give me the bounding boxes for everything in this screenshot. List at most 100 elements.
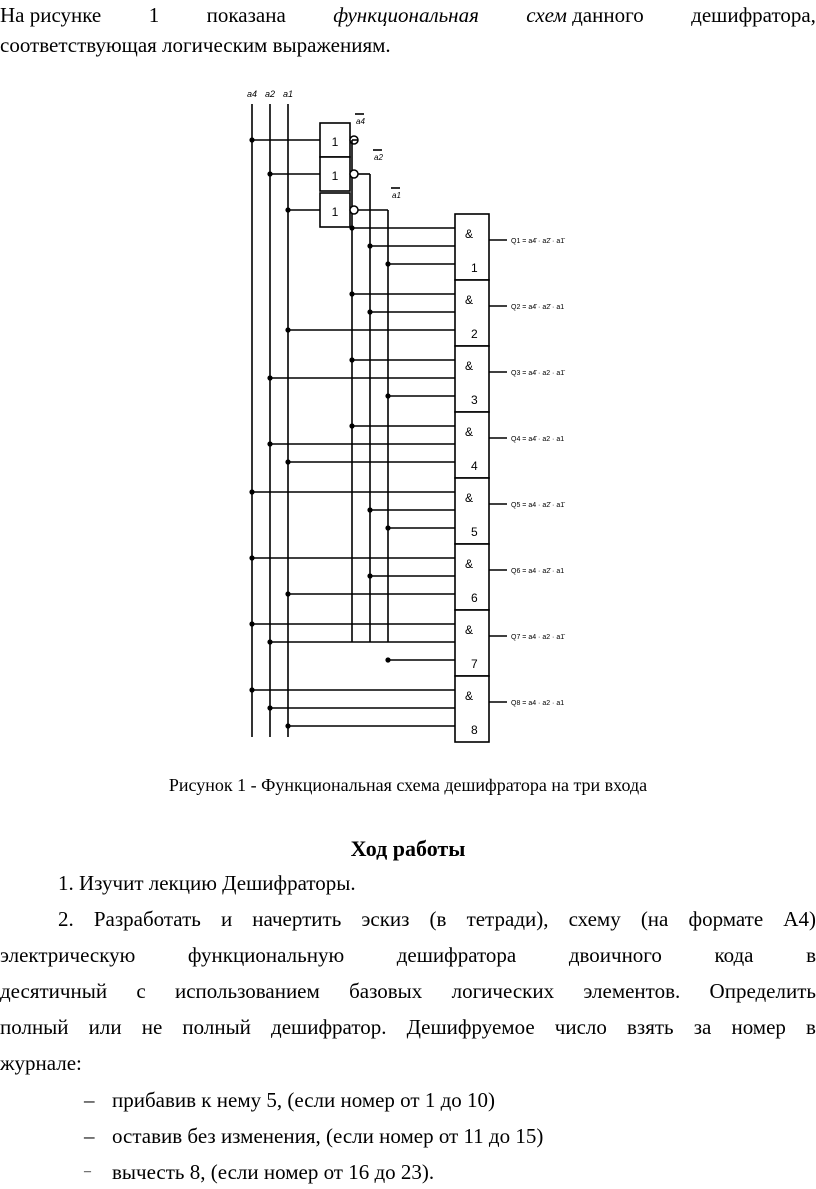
step-2-word: дешифратора bbox=[396, 943, 517, 967]
step-2-word: число bbox=[554, 1015, 607, 1039]
junction-dot bbox=[385, 261, 391, 267]
list-item: оставив без изменения, (если номер от 11… bbox=[112, 1124, 544, 1148]
step-2-word: Определить bbox=[709, 979, 816, 1003]
junction-dot bbox=[267, 705, 273, 711]
junction-dot bbox=[285, 327, 291, 333]
step-2-word: базовых bbox=[349, 979, 423, 1003]
junction-dot bbox=[385, 525, 391, 531]
junction-dot bbox=[249, 555, 255, 561]
and-gate-number: 2 bbox=[471, 327, 478, 341]
step-2-word: взять bbox=[626, 1015, 674, 1039]
and-gate bbox=[454, 345, 490, 413]
step-2-word: схему bbox=[568, 907, 621, 931]
step-2-word: или bbox=[88, 1015, 122, 1039]
step-2-word: логических bbox=[451, 979, 555, 1003]
inverter-symbol: 1 bbox=[332, 135, 339, 149]
junction-dot bbox=[349, 225, 355, 231]
list-item: прибавив к нему 5, (если номер от 1 до 1… bbox=[112, 1088, 496, 1112]
step-2-word: (на bbox=[640, 907, 669, 931]
output-expression: Q7 = a4 · a2 · a1̄ bbox=[511, 634, 565, 641]
step-2-word: в bbox=[806, 1015, 816, 1039]
step-2-word: Дешифруемое bbox=[406, 1015, 535, 1039]
junction-dot bbox=[267, 441, 273, 447]
intro-word: показана bbox=[206, 3, 286, 27]
junction-dot bbox=[249, 489, 255, 495]
junction-dot bbox=[349, 423, 355, 429]
list-item: вычесть 8, (если номер от 16 до 23). bbox=[112, 1160, 435, 1184]
step-1: 1. Изучит лекцию Дешифраторы. bbox=[58, 871, 356, 895]
output-expression: Q2 = a4̄ · a2̄ · a1 bbox=[511, 304, 564, 311]
intro-line-2: соответствующая логическим выражениям. bbox=[0, 33, 391, 57]
input-label: a4 bbox=[247, 89, 257, 99]
and-gate-number: 7 bbox=[471, 657, 478, 671]
junction-dot bbox=[249, 137, 255, 143]
junction-dot bbox=[285, 591, 291, 597]
inverted-label: a4 bbox=[356, 117, 365, 126]
junction-dot bbox=[249, 687, 255, 693]
step-2-word: эскиз bbox=[361, 907, 410, 931]
step-2-word: использованием bbox=[175, 979, 320, 1003]
and-gate-number: 4 bbox=[471, 459, 478, 473]
junction-dot bbox=[285, 207, 291, 213]
junction-dot bbox=[385, 393, 391, 399]
output-expression: Q1 = a4̄ · a2̄ · a1̄ bbox=[511, 238, 565, 245]
and-gate-number: 5 bbox=[471, 525, 478, 539]
intro-word: 1 bbox=[148, 3, 160, 27]
output-expression: Q3 = a4̄ · a2 · a1̄ bbox=[511, 370, 565, 377]
inverter-symbol: 1 bbox=[332, 169, 339, 183]
and-symbol: & bbox=[465, 425, 473, 439]
input-label: a2 bbox=[265, 89, 275, 99]
output-expression: Q4 = a4̄ · a2 · a1 bbox=[511, 436, 564, 443]
intro-word: дешифратора, bbox=[691, 3, 816, 27]
and-symbol: & bbox=[465, 623, 473, 637]
step-2-word: полный bbox=[0, 1015, 69, 1039]
step-2-word: формате bbox=[688, 907, 764, 931]
and-gate-number: 1 bbox=[471, 261, 478, 275]
and-gate-number: 6 bbox=[471, 591, 478, 605]
list-dash: – bbox=[84, 1164, 91, 1179]
list-dash: – bbox=[84, 1088, 95, 1112]
junction-dot bbox=[367, 309, 373, 315]
intro-word-italic: функциональная bbox=[333, 3, 479, 27]
inversion-bubble bbox=[349, 205, 359, 215]
junction-dot bbox=[285, 723, 291, 729]
junction-dot bbox=[267, 171, 273, 177]
step-2-line-5: журнале: bbox=[0, 1051, 82, 1075]
step-2-word: элементов. bbox=[583, 979, 681, 1003]
step-2-word: не bbox=[141, 1015, 163, 1039]
section-heading: Ход работы bbox=[350, 836, 466, 861]
list-dash: – bbox=[84, 1124, 95, 1148]
and-gate bbox=[454, 477, 490, 545]
output-expression: Q6 = a4 · a2̄ · a1 bbox=[511, 568, 564, 575]
junction-dot bbox=[367, 507, 373, 513]
step-2-word: и bbox=[220, 907, 233, 931]
step-2-word: тетради), bbox=[466, 907, 549, 931]
step-2-word: кода bbox=[714, 943, 754, 967]
inverter-symbol: 1 bbox=[332, 205, 339, 219]
step-2-word: дешифратор. bbox=[271, 1015, 387, 1039]
step-2-word: двоичного bbox=[568, 943, 662, 967]
junction-dot bbox=[349, 357, 355, 363]
junction-dot bbox=[285, 459, 291, 465]
and-symbol: & bbox=[465, 293, 473, 307]
junction-dot bbox=[267, 639, 273, 645]
step-2-word: за bbox=[693, 1015, 712, 1039]
and-gate bbox=[454, 279, 490, 347]
and-gate bbox=[454, 213, 490, 281]
output-expression: Q8 = a4 · a2 · a1 bbox=[511, 700, 564, 707]
and-gate-number: 8 bbox=[471, 723, 478, 737]
and-symbol: & bbox=[465, 227, 473, 241]
step-2-word: (в bbox=[429, 907, 447, 931]
figure-caption: Рисунок 1 - Функциональная схема дешифра… bbox=[168, 775, 648, 795]
intro-line-1: На рисунке 1 показана функциональная схе… bbox=[0, 0, 816, 30]
step-2-word: в bbox=[806, 943, 816, 967]
junction-dot bbox=[349, 291, 355, 297]
and-symbol: & bbox=[465, 359, 473, 373]
intro-word-plain: данного bbox=[572, 3, 644, 27]
junction-dot bbox=[367, 573, 373, 579]
step-2-word: десятичный bbox=[0, 979, 108, 1003]
step-2-word: начертить bbox=[252, 907, 342, 931]
step-2-word: номер bbox=[731, 1015, 786, 1039]
